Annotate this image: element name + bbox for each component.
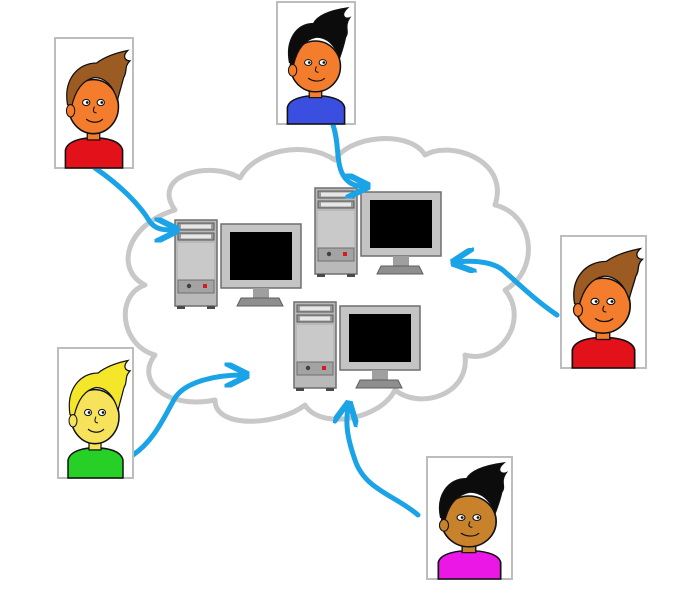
arrow-right (458, 261, 560, 318)
user-bottom-center-card (426, 456, 513, 580)
user-right-card (560, 235, 647, 369)
arrow-bottom-center (347, 408, 421, 518)
arrow-top-center (330, 122, 363, 186)
arrow-top-left (92, 165, 172, 230)
user-top-left-card (54, 37, 134, 169)
user-top-center-card (276, 1, 356, 125)
arrow-bottom-left (130, 375, 242, 458)
user-bottom-left-card (57, 347, 134, 479)
